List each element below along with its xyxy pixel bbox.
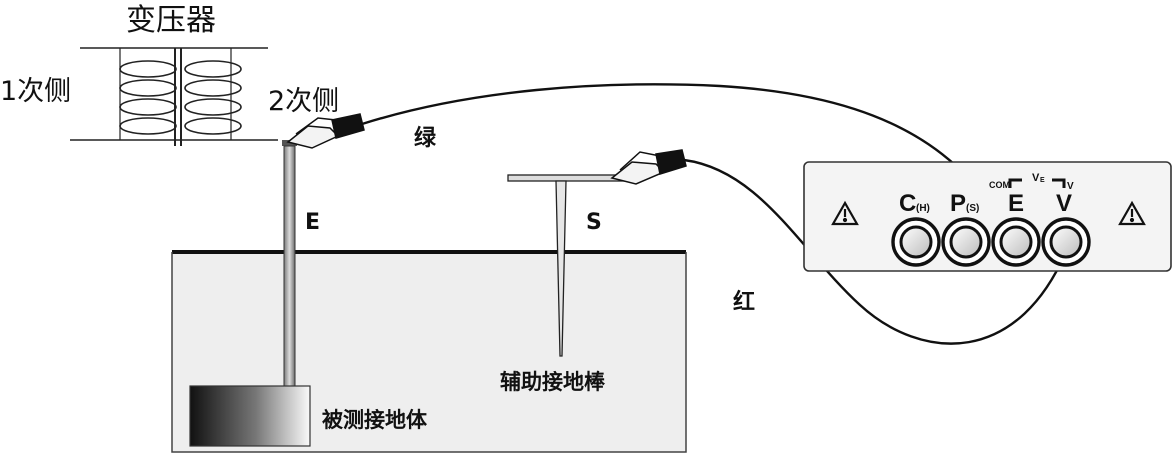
primary-side-label: 1次侧 — [0, 76, 72, 107]
terminal-label-v: V — [1056, 190, 1072, 217]
meter-panel — [803, 161, 1172, 272]
terminal-sublabel-p: (S) — [966, 203, 979, 214]
terminal-jack-c[interactable] — [891, 217, 941, 267]
terminal-jack-e[interactable] — [991, 217, 1041, 267]
terminal-jack-p[interactable] — [941, 217, 991, 267]
grounded-body — [189, 385, 311, 447]
v-bracket-mark — [1052, 178, 1066, 188]
terminal-sublabel-c: (H) — [916, 203, 930, 214]
red-wire-label: 红 — [733, 290, 756, 315]
terminal-label-c: C — [899, 190, 916, 217]
aux-electrode-label: S — [586, 210, 602, 235]
earth-electrode-label: E — [305, 210, 321, 235]
grounded-body-caption: 被测接地体 — [322, 408, 427, 432]
warning-icon — [1118, 200, 1146, 226]
green-wire-label: 绿 — [414, 126, 437, 151]
com-bracket-mark — [1008, 178, 1022, 188]
com-label: COM — [989, 180, 1010, 190]
terminal-jack-v[interactable] — [1041, 217, 1091, 267]
ve-label: V — [1032, 172, 1040, 184]
alligator-clip-earth — [286, 113, 365, 149]
v-small-label: V — [1067, 181, 1074, 192]
earth-electrode-rod — [282, 140, 297, 391]
aux-rod-caption: 辅助接地棒 — [500, 370, 605, 394]
alligator-clip-aux — [610, 149, 687, 185]
transformer-symbol — [70, 47, 278, 146]
secondary-side-label: 2次侧 — [268, 86, 340, 117]
terminal-label-e: E — [1008, 190, 1024, 217]
warning-icon — [831, 200, 859, 226]
ve-sublabel: E — [1040, 177, 1045, 184]
transformer-title: 变压器 — [126, 3, 216, 38]
red-lead-wire — [683, 158, 1072, 345]
terminal-label-p: P — [950, 190, 966, 217]
